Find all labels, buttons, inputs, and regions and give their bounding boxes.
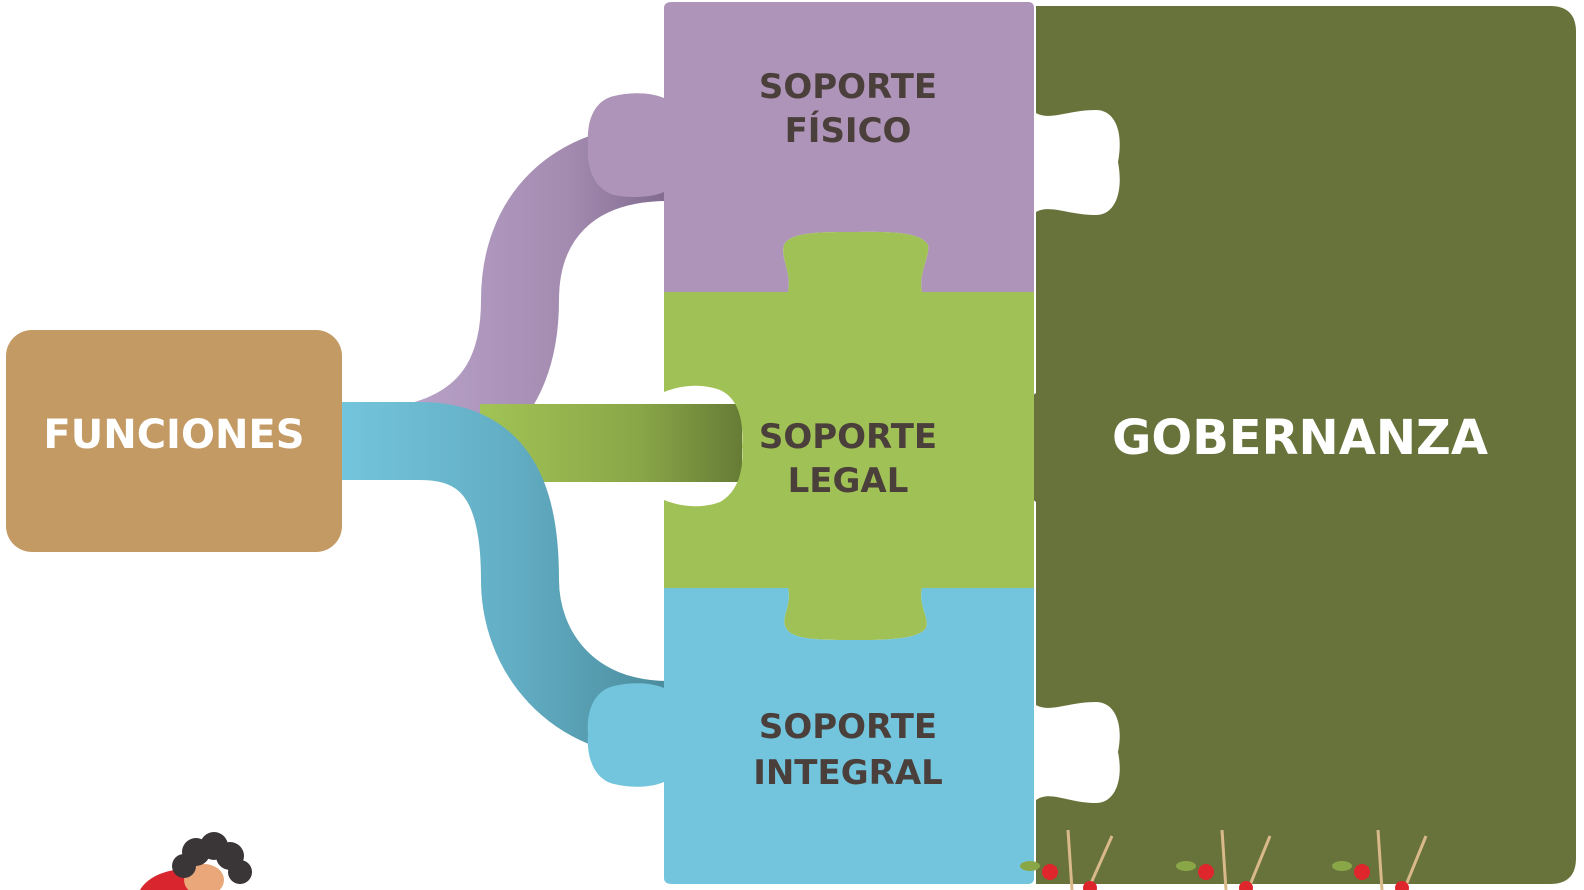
legal-line1: SOPORTE [759, 417, 937, 457]
puzzle-piece-integral: SOPORTE INTEGRAL [587, 588, 1034, 884]
gobernanza-panel [943, 0, 1583, 890]
plant-icon [1176, 829, 1272, 890]
connector-to-integral [330, 402, 670, 759]
puzzle-piece-fisico: SOPORTE FÍSICO [587, 2, 1034, 292]
gobernanza-label: GOBERNANZA [1112, 410, 1488, 466]
decorative-plants [1020, 829, 1428, 890]
funciones-label: FUNCIONES [43, 412, 304, 458]
integral-line2: INTEGRAL [753, 753, 943, 793]
fisico-line1: SOPORTE [759, 67, 937, 107]
person-illustration-icon [140, 832, 252, 890]
fisico-line2: FÍSICO [785, 110, 912, 151]
plant-icon [1332, 829, 1428, 890]
integral-line1: SOPORTE [759, 707, 937, 747]
connectors [330, 123, 742, 759]
plant-icon [1020, 829, 1114, 890]
legal-line2: LEGAL [788, 461, 909, 501]
connector-to-fisico [408, 123, 670, 479]
funciones-block: FUNCIONES [6, 330, 342, 552]
puzzle-piece-legal: SOPORTE LEGAL [664, 231, 1034, 640]
